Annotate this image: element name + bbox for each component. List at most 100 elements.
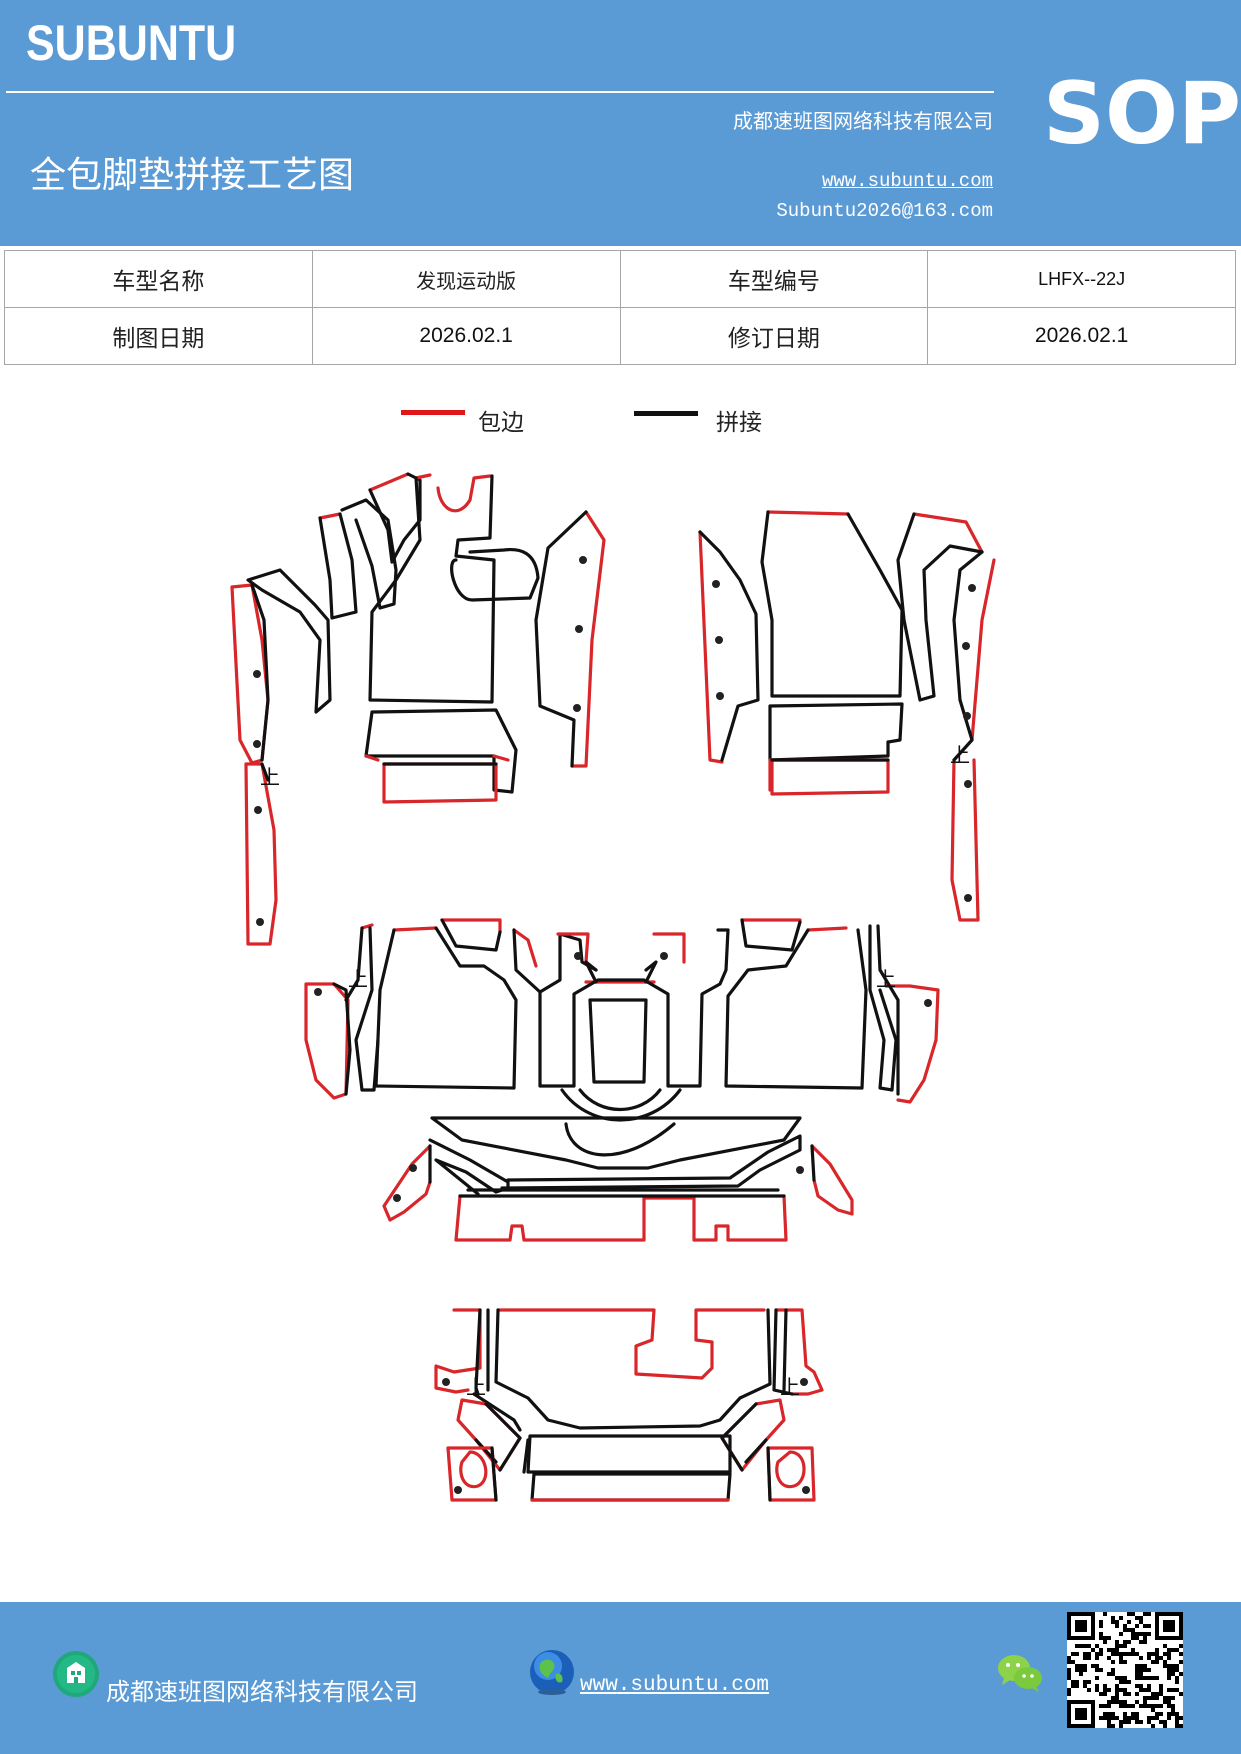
qr-module (1163, 1644, 1167, 1648)
qr-module (1123, 1688, 1127, 1692)
qr-module (1107, 1648, 1111, 1652)
qr-module (1123, 1660, 1127, 1664)
qr-module (1163, 1696, 1167, 1700)
qr-module (1111, 1716, 1115, 1720)
qr-module (1095, 1656, 1099, 1660)
qr-module (1107, 1720, 1111, 1724)
qr-module (1131, 1632, 1135, 1636)
qr-module (1107, 1712, 1111, 1716)
qr-module (1067, 1692, 1071, 1696)
qr-module (1127, 1628, 1131, 1632)
qr-module (1115, 1640, 1119, 1644)
qr-module (1127, 1612, 1131, 1616)
qr-module (1119, 1680, 1123, 1684)
qr-module (1075, 1644, 1079, 1648)
header-email: Subuntu2026@163.com (776, 200, 993, 222)
qr-module (1143, 1664, 1147, 1668)
qr-module (1167, 1700, 1171, 1704)
qr-module (1123, 1716, 1127, 1720)
qr-module (1163, 1652, 1167, 1656)
qr-module (1131, 1652, 1135, 1656)
qr-module (1171, 1712, 1175, 1716)
qr-module (1171, 1664, 1175, 1668)
header-website-link[interactable]: www.subuntu.com (821, 170, 993, 192)
qr-module (1171, 1704, 1175, 1708)
table-cell: 2026.02.1 (927, 307, 1236, 365)
qr-module (1163, 1664, 1167, 1668)
qr-module (1131, 1716, 1135, 1720)
qr-module (1111, 1620, 1115, 1624)
qr-module (1167, 1656, 1171, 1660)
qr-module (1087, 1688, 1091, 1692)
qr-module (1147, 1624, 1151, 1628)
qr-module (1111, 1700, 1115, 1704)
qr-module (1103, 1688, 1107, 1692)
qr-module (1167, 1652, 1171, 1656)
qr-module (1179, 1724, 1183, 1728)
qr-module (1111, 1724, 1115, 1728)
qr-module (1163, 1724, 1167, 1728)
qr-module (1119, 1656, 1123, 1660)
qr-module (1099, 1652, 1103, 1656)
qr-module (1107, 1672, 1111, 1676)
qr-module (1171, 1696, 1175, 1700)
qr-module (1111, 1712, 1115, 1716)
footer-website-link[interactable]: www.subuntu.com (580, 1674, 770, 1697)
qr-module (1143, 1676, 1147, 1680)
qr-module (1163, 1720, 1167, 1724)
qr-module (1119, 1616, 1123, 1620)
qr-module (1123, 1640, 1127, 1644)
qr-module (1135, 1676, 1139, 1680)
qr-module (1139, 1672, 1143, 1676)
qr-module (1099, 1636, 1103, 1640)
qr-module (1111, 1648, 1115, 1652)
footer-company: 成都速班图网络科技有限公司 (106, 1678, 418, 1706)
qr-module (1139, 1676, 1143, 1680)
qr-module (1111, 1668, 1115, 1672)
wechat-icon[interactable] (996, 1652, 1044, 1694)
qr-module (1131, 1704, 1135, 1708)
qr-module (1135, 1632, 1139, 1636)
qr-code (1067, 1612, 1183, 1728)
qr-module (1095, 1644, 1099, 1648)
qr-module (1151, 1676, 1155, 1680)
qr-module (1127, 1720, 1131, 1724)
qr-module (1079, 1672, 1083, 1676)
qr-module (1119, 1688, 1123, 1692)
qr-module (1167, 1712, 1171, 1716)
legend-seam-label: 拼接 (716, 410, 762, 436)
qr-module (1179, 1644, 1183, 1648)
qr-module (1143, 1640, 1147, 1644)
table-cell: 制图日期 (4, 307, 313, 365)
qr-module (1099, 1620, 1103, 1624)
qr-module (1115, 1688, 1119, 1692)
qr-module (1151, 1716, 1155, 1720)
qr-module (1115, 1696, 1119, 1700)
qr-module (1143, 1624, 1147, 1628)
trunk-mats (434, 1308, 824, 1502)
qr-module (1099, 1692, 1103, 1696)
qr-module (1123, 1692, 1127, 1696)
table-row: 车型名称 发现运动版 车型编号 LHFX--22J (4, 250, 1236, 308)
qr-module (1103, 1640, 1107, 1644)
qr-module (1111, 1660, 1115, 1664)
qr-module (1171, 1648, 1175, 1652)
qr-module (1099, 1704, 1103, 1708)
qr-module (1131, 1648, 1135, 1652)
qr-module (1071, 1680, 1075, 1684)
qr-module (1107, 1716, 1111, 1720)
up-markers: 上 上 上 上 上 上 (260, 743, 970, 1399)
qr-module (1179, 1652, 1183, 1656)
qr-module (1135, 1624, 1139, 1628)
qr-module (1127, 1704, 1131, 1708)
qr-module (1167, 1668, 1171, 1672)
qr-module (1167, 1664, 1171, 1668)
qr-module (1115, 1652, 1119, 1656)
qr-module (1115, 1648, 1119, 1652)
qr-module (1135, 1692, 1139, 1696)
qr-module (1123, 1628, 1127, 1632)
qr-module (1099, 1716, 1103, 1720)
qr-module (1155, 1692, 1159, 1696)
qr-module (1103, 1704, 1107, 1708)
qr-module (1123, 1700, 1127, 1704)
